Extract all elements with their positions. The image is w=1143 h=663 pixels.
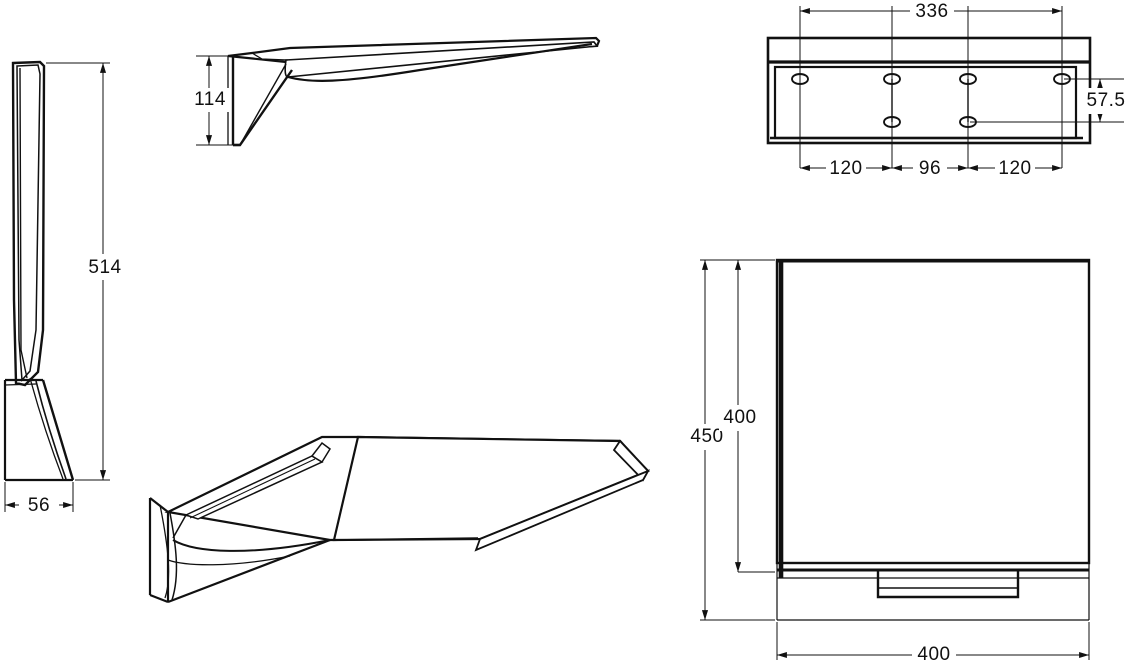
dimension-label-96: 96 bbox=[919, 158, 941, 179]
dimension-label-120-left: 120 bbox=[829, 158, 862, 179]
dimension-label-514: 514 bbox=[88, 257, 121, 278]
view-left-side-elevation bbox=[3, 60, 110, 512]
dimension-label-114: 114 bbox=[194, 89, 226, 110]
dimension-label-336: 336 bbox=[915, 1, 948, 22]
dimension-label-56: 56 bbox=[28, 495, 50, 516]
dimension-labels: 514 56 114 336 57.5 120 96 120 450 400 4… bbox=[19, 0, 1134, 663]
view-top-plan-mounting-plate bbox=[766, 6, 1124, 172]
dimension-label-120-right: 120 bbox=[998, 158, 1031, 179]
view-front-elevation bbox=[700, 258, 1091, 660]
dimension-label-400-vertical: 400 bbox=[723, 407, 756, 428]
view-isometric bbox=[148, 435, 651, 604]
view-side-profile-elevation bbox=[196, 36, 601, 147]
dimension-label-450: 450 bbox=[690, 426, 723, 447]
dimension-label-400-horizontal: 400 bbox=[917, 644, 950, 663]
dimension-label-57-5: 57.5 bbox=[1087, 90, 1126, 111]
